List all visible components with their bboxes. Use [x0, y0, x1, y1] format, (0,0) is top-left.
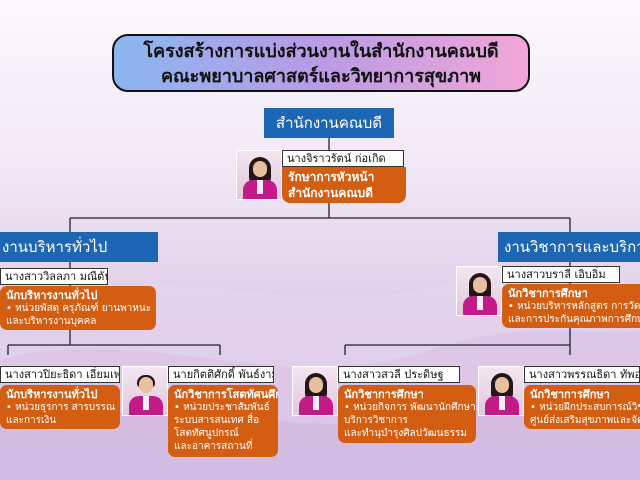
role-title: นักบริหารงานทั่วไป [6, 388, 98, 401]
role-duty: ระบบสารสนเทศ สื่อ [174, 415, 260, 426]
card-academic-lead: นางสาวบราลี เอิบอิ่ม นักวิชาการศึกษา • ห… [456, 266, 640, 330]
role-title: นักวิชาการโสตทัศนศึกษา [174, 388, 278, 401]
person-name: นางสาวสวลี ประดิษฐ [338, 366, 460, 383]
role-title: รักษาการหัวหน้า [288, 170, 375, 184]
role-box: รักษาการหัวหน้า สำนักงานคณบดี [282, 167, 406, 203]
person-name: นางสาวพรรณธิดา ทัพอ่อน [524, 366, 640, 383]
role-duty: และอาคารสถานที่ [174, 441, 253, 452]
role-title: นักบริหารงานทั่วไป [6, 289, 98, 302]
role-box: นักวิชาการโสตทัศนศึกษา • หน่วยประชาสัมพั… [168, 385, 278, 457]
person-photo [478, 366, 524, 416]
role-duty: และการประกันคุณภาพการศึกษา [508, 314, 640, 325]
unit-dean-office: สำนักงานคณบดี [264, 108, 394, 138]
card-admin-staff-2: นายกิตติศักดิ์ พันธ์งาม นักวิชาการโสตทัศ… [122, 366, 280, 460]
role-duty: ศูนย์ส่งเสริมสุขภาพและจัดการ [530, 415, 640, 426]
role-box: นักบริหารงานทั่วไป • หน่วยธุรการ สารบรรณ… [0, 385, 120, 429]
title-line-1: โครงสร้างการแบ่งส่วนงานในสำนักงานคณบดี [143, 41, 499, 62]
role-duty: • หน่วยพัสดุ ครุภัณฑ์ ยานพาหนะ [6, 303, 152, 314]
unit-academic-services: งานวิชาการและบริการ [498, 232, 640, 262]
role-box: นักวิชาการศึกษา • หน่วยบริหารหลักสูตร กา… [502, 284, 640, 328]
person-photo [122, 366, 168, 416]
person-name: นางสาวปิยะธิดา เอี่ยมเพชร [0, 366, 120, 383]
person-photo [292, 366, 338, 416]
role-duty: และบริหารงานบุคคล [6, 316, 97, 327]
role-duty: • หน่วยฝึกประสบการณ์วิชาชีพ [530, 402, 640, 413]
person-photo [456, 266, 502, 316]
role-title: นักวิชาการศึกษา [530, 388, 610, 401]
unit-general-administration: งานบริหารทั่วไป [0, 232, 158, 262]
title-line-2: คณะพยาบาลศาสตร์และวิทยาการสุขภาพ [160, 66, 482, 87]
card-academic-staff-2: นางสาวพรรณธิดา ทัพอ่อน นักวิชาการศึกษา •… [478, 366, 640, 432]
card-admin-lead: นางสาววิลลภา มณีตัน นักบริหารงานทั่วไป •… [0, 268, 158, 332]
person-name: นายกิตติศักดิ์ พันธ์งาม [168, 366, 274, 383]
role-duty: • หน่วยกิจการ พัฒนานักศึกษา [344, 402, 476, 413]
card-admin-staff-1: นางสาวปิยะธิดา เอี่ยมเพชร นักบริหารงานทั… [0, 366, 122, 432]
person-name: นางสาวบราลี เอิบอิ่ม [502, 266, 620, 283]
card-academic-staff-1: นางสาวสวลี ประดิษฐ นักวิชาการศึกษา • หน่… [292, 366, 478, 448]
card-dean-office-head: นางจิราวรัตน์ ก่อเกิด รักษาการหัวหน้า สำ… [236, 150, 406, 206]
person-photo [236, 150, 282, 200]
person-name: นางสาววิลลภา มณีตัน [0, 268, 108, 285]
role-box: นักวิชาการศึกษา • หน่วยฝึกประสบการณ์วิชา… [524, 385, 640, 429]
role-title: นักวิชาการศึกษา [508, 287, 588, 300]
role-title: นักวิชาการศึกษา [344, 388, 424, 401]
role-duty: • หน่วยธุรการ สารบรรณ [6, 402, 116, 413]
person-name: นางจิราวรัตน์ ก่อเกิด [282, 150, 404, 167]
role-box: นักวิชาการศึกษา • หน่วยกิจการ พัฒนานักศึ… [338, 385, 476, 443]
role-title-2: สำนักงานคณบดี [288, 186, 373, 200]
role-duty: บริการวิชาการ [344, 415, 408, 426]
role-duty: • หน่วยประชาสัมพันธ์ [174, 402, 270, 413]
role-duty: และการเงิน [6, 415, 57, 426]
chart-title-box: โครงสร้างการแบ่งส่วนงานในสำนักงานคณบดี ค… [112, 34, 530, 92]
role-duty: และทำนุบำรุงศิลปวัฒนธรรม [344, 428, 467, 439]
role-box: นักบริหารงานทั่วไป • หน่วยพัสดุ ครุภัณฑ์… [0, 286, 156, 330]
role-duty: โสตทัศนูปกรณ์ [174, 428, 239, 439]
